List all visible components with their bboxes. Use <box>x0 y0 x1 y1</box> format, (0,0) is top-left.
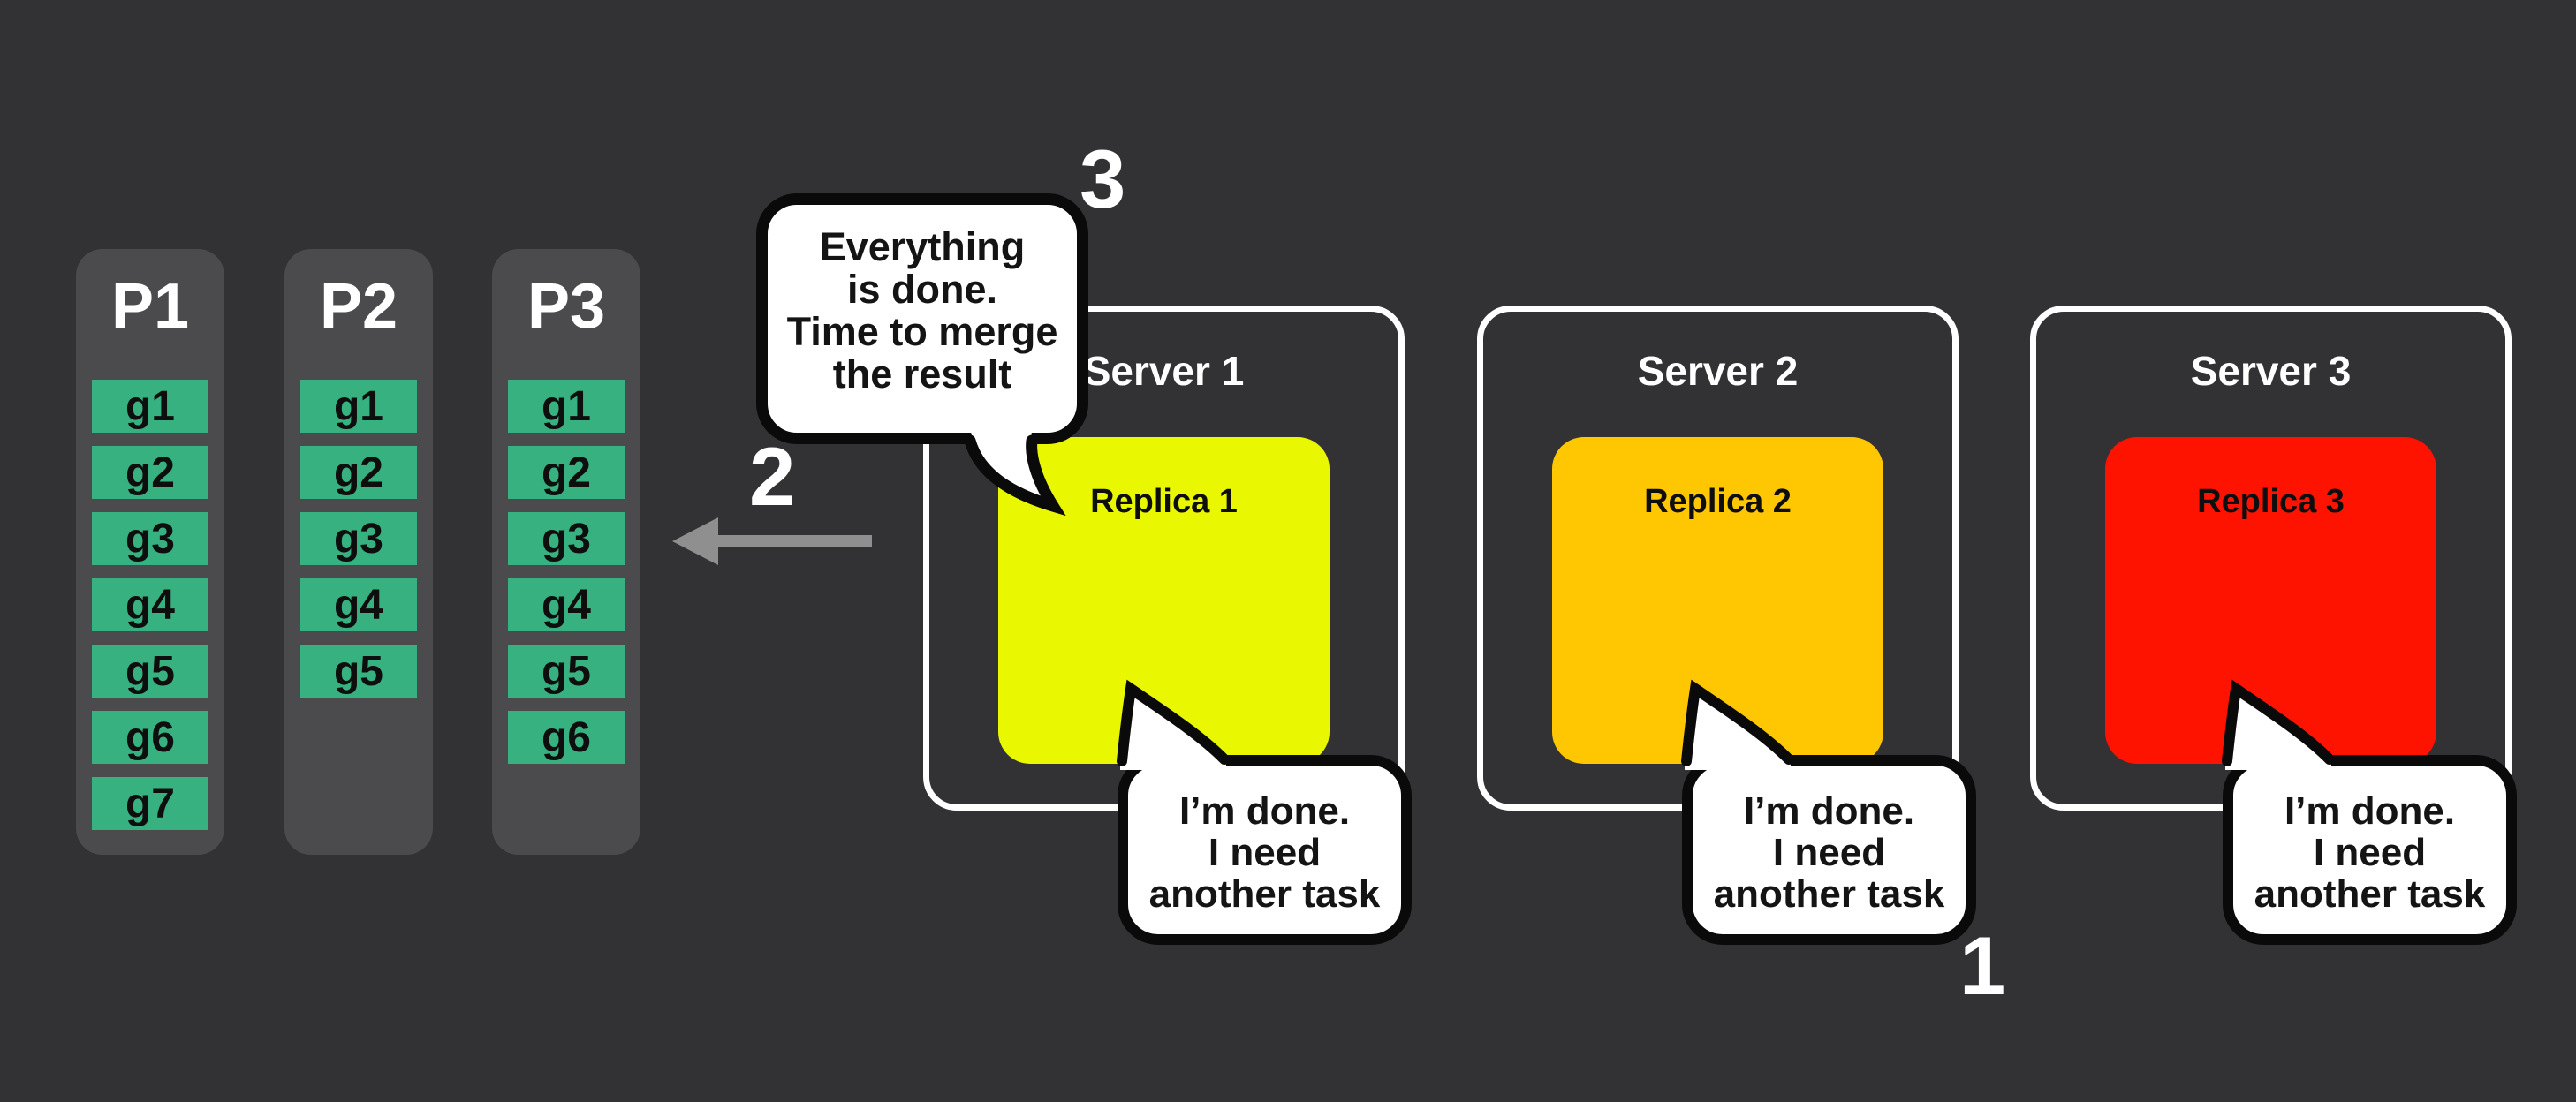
group-block: g7 <box>92 777 208 830</box>
bubble-line: I’m done. <box>2284 789 2456 833</box>
partition-title: P1 <box>110 271 190 342</box>
group-block: g2 <box>508 446 625 499</box>
done-bubble-tail-1 <box>1117 679 1230 770</box>
group-block: g2 <box>92 446 208 499</box>
bubble-line: another task <box>1713 872 1945 916</box>
partition-title: P3 <box>527 271 606 342</box>
bubble-line: I need <box>2313 831 2427 874</box>
replica-title: Replica 3 <box>2197 483 2345 520</box>
bubble-line: I’m done. <box>1178 789 1351 833</box>
partition-block-list: g1 g2 g3 g4 g5 g6 g7 <box>92 380 208 830</box>
group-block: g3 <box>300 512 417 565</box>
group-block: g1 <box>508 380 625 433</box>
bubble-line: I’m done. <box>1743 789 1915 833</box>
bubble-line: I need <box>1772 831 1886 874</box>
group-block: g6 <box>508 711 625 764</box>
bubble-line: the result <box>832 351 1012 396</box>
bubble-line: another task <box>1148 872 1381 916</box>
server-box-2: Server 2 Replica 2 <box>1477 306 1959 811</box>
group-block: g2 <box>300 446 417 499</box>
done-speech-bubble-1: I’m done. I need another task <box>1118 755 1412 945</box>
merge-arrow-left-icon <box>672 517 872 565</box>
bubble-line: another task <box>2254 872 2486 916</box>
group-block: g3 <box>508 512 625 565</box>
group-block: g1 <box>92 380 208 433</box>
bubble-line: I need <box>1208 831 1322 874</box>
done-speech-bubble-2: I’m done. I need another task <box>1682 755 1976 945</box>
group-block: g4 <box>508 578 625 631</box>
group-block: g3 <box>92 512 208 565</box>
partition-block-list: g1 g2 g3 g4 g5 g6 <box>508 380 625 764</box>
group-block: g5 <box>508 645 625 698</box>
group-block: g4 <box>300 578 417 631</box>
bubble-line: is done. <box>846 267 998 312</box>
group-block: g4 <box>92 578 208 631</box>
done-speech-bubble-3: I’m done. I need another task <box>2223 755 2517 945</box>
replica-title: Replica 2 <box>1644 483 1792 520</box>
bubble-line: Everything <box>819 224 1026 269</box>
merge-bubble-tail <box>964 428 1066 517</box>
bubble-line: Time to merge <box>786 309 1058 354</box>
partition-column-p1: P1 g1 g2 g3 g4 g5 g6 g7 <box>76 249 224 855</box>
group-block: g1 <box>300 380 417 433</box>
done-bubble-tail-2 <box>1681 679 1794 770</box>
server-box-1: Server 1 Replica 1 <box>923 306 1405 811</box>
partition-column-p2: P2 g1 g2 g3 g4 g5 <box>284 249 433 855</box>
group-block: g5 <box>92 645 208 698</box>
server-title: Server 1 <box>1083 348 1245 394</box>
server-title: Server 3 <box>2190 348 2352 394</box>
done-bubble-tail-3 <box>2222 679 2335 770</box>
partition-title: P2 <box>319 271 398 342</box>
server-title: Server 2 <box>1637 348 1799 394</box>
replica-title: Replica 1 <box>1090 483 1238 520</box>
group-block: g6 <box>92 711 208 764</box>
partition-block-list: g1 g2 g3 g4 g5 <box>300 380 417 698</box>
group-block: g5 <box>300 645 417 698</box>
step-number-2: 2 <box>749 430 796 523</box>
step-number-1: 1 <box>1959 919 2006 1012</box>
partition-column-p3: P3 g1 g2 g3 g4 g5 g6 <box>492 249 640 855</box>
step-number-3: 3 <box>1080 132 1126 225</box>
